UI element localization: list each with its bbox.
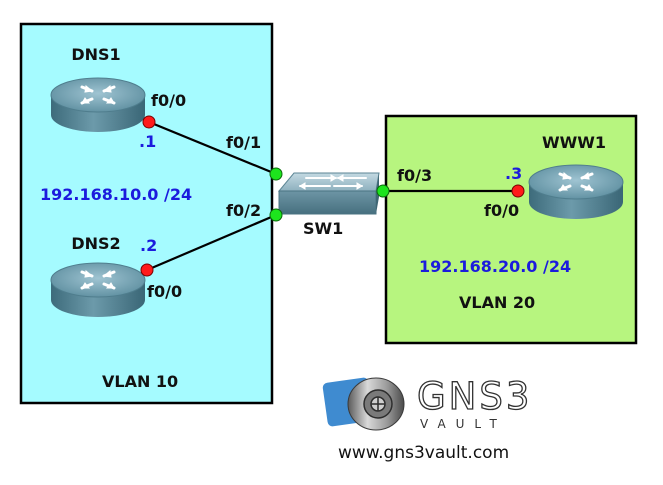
port-label-dns1: f0/0 bbox=[151, 91, 186, 110]
link-dns1-sw1 bbox=[148, 120, 277, 176]
port-dot-www1-f0-0 bbox=[511, 184, 525, 198]
port-dot-dns1-f0-0 bbox=[142, 115, 156, 129]
port-dot-dns2-f0-0 bbox=[140, 263, 154, 277]
port-label-dns2: f0/0 bbox=[147, 282, 182, 301]
router-icon-dns2[interactable] bbox=[49, 261, 147, 319]
port-label-sw1-f0-1: f0/1 bbox=[226, 133, 261, 152]
port-label-www1: f0/0 bbox=[484, 201, 519, 220]
device-label-dns2: DNS2 bbox=[71, 234, 120, 253]
port-dot-sw1-f0-1 bbox=[269, 167, 283, 181]
host-label-dns2: .2 bbox=[140, 236, 157, 255]
port-label-sw1-f0-2: f0/2 bbox=[226, 201, 261, 220]
subnet-label-vlan10: 192.168.10.0 /24 bbox=[40, 185, 192, 204]
router-icon-www1[interactable] bbox=[527, 163, 625, 221]
port-dot-sw1-f0-2 bbox=[269, 208, 283, 222]
host-label-www1: .3 bbox=[505, 164, 522, 183]
port-dot-sw1-f0-3 bbox=[376, 184, 390, 198]
switch-icon-sw1[interactable] bbox=[277, 172, 380, 215]
logo-url: www.gns3vault.com bbox=[338, 443, 509, 463]
router-icon-dns1[interactable] bbox=[49, 76, 147, 134]
host-label-dns1: .1 bbox=[139, 132, 156, 151]
logo-word: GNS3 bbox=[417, 375, 532, 418]
device-label-dns1: DNS1 bbox=[71, 45, 120, 64]
zone-label-vlan20: VLAN 20 bbox=[459, 293, 535, 312]
gns3vault-logo-icon bbox=[322, 377, 405, 431]
port-label-sw1-f0-3: f0/3 bbox=[397, 166, 432, 185]
subnet-label-vlan20: 192.168.20.0 /24 bbox=[419, 257, 571, 276]
device-label-www1: WWW1 bbox=[542, 133, 606, 152]
device-label-sw1: SW1 bbox=[303, 219, 343, 238]
zone-label-vlan10: VLAN 10 bbox=[102, 372, 178, 391]
logo-sub: VAULT bbox=[420, 417, 507, 431]
link-dns2-sw1 bbox=[146, 213, 277, 272]
vlan20-zone bbox=[384, 114, 638, 345]
